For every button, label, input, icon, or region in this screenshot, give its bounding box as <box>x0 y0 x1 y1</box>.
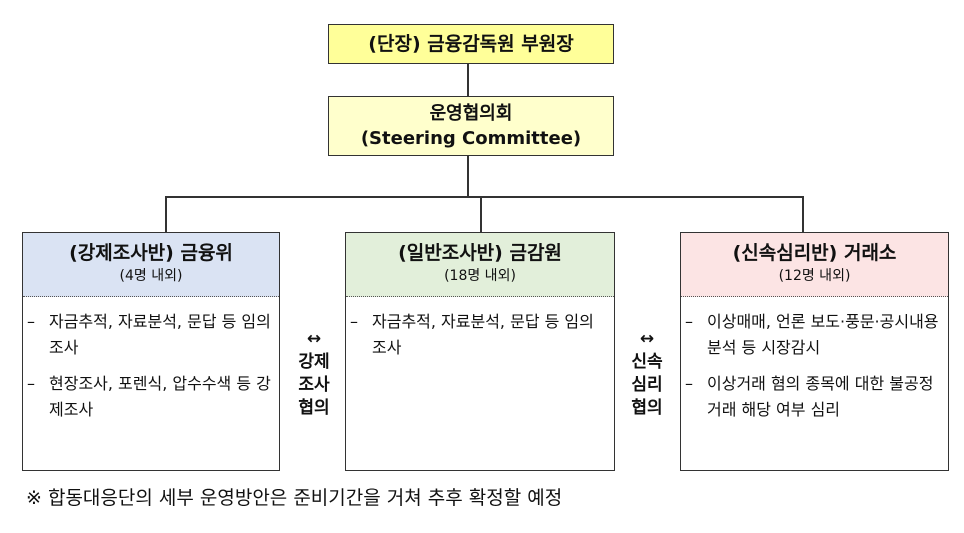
unit-size: (18명 내외) <box>444 268 516 284</box>
link-label: 조사 <box>298 375 330 395</box>
committee-subtitle: (Steering Committee) <box>360 128 582 149</box>
link-label: 협의 <box>631 398 663 418</box>
link-label: 심리 <box>631 375 663 395</box>
connector <box>467 155 469 197</box>
committee-title: 운영협의회 <box>429 103 513 124</box>
item-text: 이상매매, 언론 보도·풍문·공시내용 분석 등 시장감시 <box>707 312 939 357</box>
unit-title: (일반조사반) 금감원 <box>398 242 562 264</box>
link-label: 신속 <box>631 352 663 372</box>
dash-icon: – <box>350 312 358 331</box>
bidirectional-arrow-icon: ↔ <box>306 329 322 349</box>
item-text: 이상거래 혐의 종목에 대한 불공정거래 해당 여부 심리 <box>707 374 934 419</box>
unit-item: –이상거래 혐의 종목에 대한 불공정거래 해당 여부 심리 <box>685 371 942 423</box>
head-box: (단장) 금융감독원 부원장 <box>328 24 614 64</box>
dash-icon: – <box>685 312 693 331</box>
unit-box: (일반조사반) 금감원 (18명 내외) –자금추적, 자료분석, 문답 등 임의조… <box>345 232 615 471</box>
connector <box>467 63 469 96</box>
unit-size: (12명 내외) <box>778 268 851 284</box>
link-rapid: ↔ 신속 심리 협의 <box>627 328 667 420</box>
unit-header: (일반조사반) 금감원 (18명 내외) <box>346 233 614 297</box>
unit-title: (강제조사반) 금융위 <box>69 242 233 264</box>
footnote: ※ 합동대응단의 세부 운영방안은 준비기간을 거쳐 추후 확정할 예정 <box>26 487 563 509</box>
unit-title: (신속심리반) 거래소 <box>732 242 897 264</box>
link-label: 강제 <box>298 352 330 372</box>
unit-item: –이상매매, 언론 보도·풍문·공시내용 분석 등 시장감시 <box>685 309 942 361</box>
link-forced: ↔ 강제 조사 협의 <box>294 328 334 420</box>
dash-icon: – <box>685 374 693 393</box>
unit-header: (강제조사반) 금융위 (4명 내외) <box>23 233 279 297</box>
unit-header: (신속심리반) 거래소 (12명 내외) <box>681 233 948 297</box>
connector <box>165 196 167 232</box>
unit-item: –현장조사, 포렌식, 압수수색 등 강제조사 <box>27 371 273 423</box>
unit-item: –자금추적, 자료분석, 문답 등 임의조사 <box>350 309 608 361</box>
unit-box: (강제조사반) 금융위 (4명 내외) –자금추적, 자료분석, 문답 등 임의조사… <box>22 232 280 471</box>
item-text: 현장조사, 포렌식, 압수수색 등 강제조사 <box>49 374 271 419</box>
link-label: 협의 <box>298 398 330 418</box>
dash-icon: – <box>27 312 35 331</box>
dash-icon: – <box>27 374 35 393</box>
bidirectional-arrow-icon: ↔ <box>639 329 655 349</box>
item-text: 자금추적, 자료분석, 문답 등 임의조사 <box>372 312 594 357</box>
unit-size: (4명 내외) <box>119 268 183 284</box>
connector <box>165 196 803 198</box>
connector <box>480 196 482 232</box>
steering-committee-box: 운영협의회 (Steering Committee) <box>328 96 614 156</box>
connector <box>802 196 804 232</box>
item-text: 자금추적, 자료분석, 문답 등 임의조사 <box>49 312 271 357</box>
unit-item: –자금추적, 자료분석, 문답 등 임의조사 <box>27 309 273 361</box>
unit-box: (신속심리반) 거래소 (12명 내외) –이상매매, 언론 보도·풍문·공시내용 … <box>680 232 949 471</box>
